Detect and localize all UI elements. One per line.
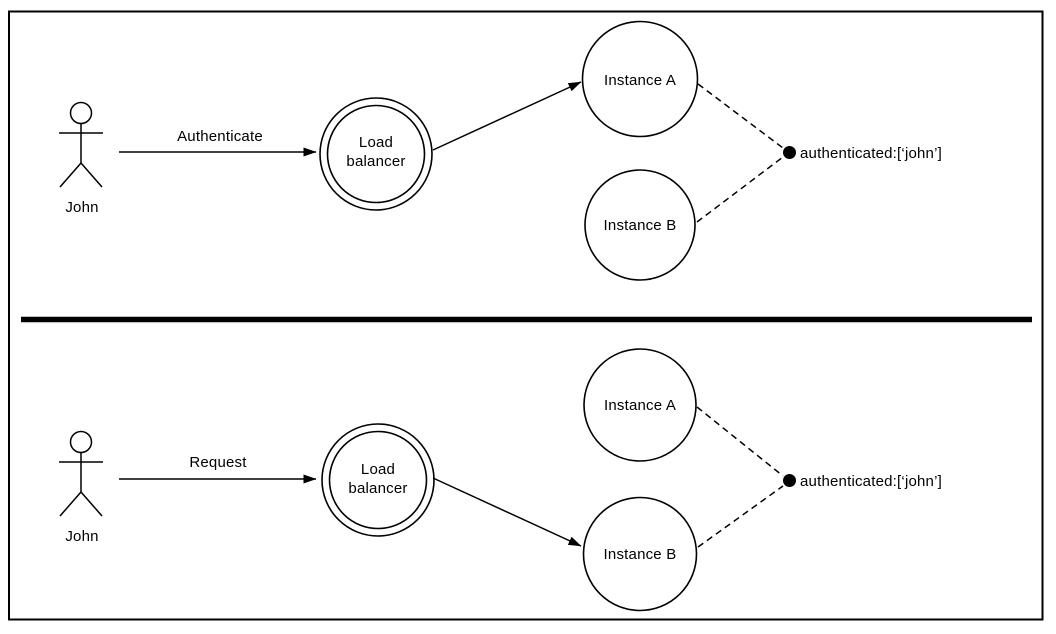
load-balancer-inner-circle: [328, 430, 428, 530]
load-balancer-outer-circle: [321, 423, 435, 537]
loadbalancer-to-instance-b-arrow: [432, 477, 582, 547]
instance-a-state-link: [696, 406, 784, 477]
actor-john-icon: [59, 430, 103, 517]
arrow-label: Authenticate: [177, 128, 263, 145]
instance-b-label: Instance B: [604, 217, 677, 234]
panel-authenticate-flow: John Authenticate Load balancer Instance…: [59, 20, 942, 281]
load-balancer-outer-circle: [319, 97, 433, 211]
load-balancer-label-line1: Load: [361, 461, 395, 478]
actor-label: John: [65, 528, 98, 545]
instance-b-circle: [584, 169, 696, 281]
load-balancer-node: Load balancer: [321, 423, 435, 537]
instance-a-node: Instance A: [581, 20, 699, 138]
loadbalancer-to-instance-a-arrow: [432, 81, 582, 151]
instance-b-circle: [582, 496, 698, 612]
instance-a-label: Instance A: [604, 72, 676, 89]
state-label: authenticated:[‘john’]: [800, 473, 942, 490]
load-balancer-node: Load balancer: [319, 97, 433, 211]
load-balancer-label-line2: balancer: [348, 480, 407, 497]
state-junction-dot: [783, 146, 796, 159]
actor-leg-right: [80, 162, 103, 188]
instance-b-state-link: [696, 156, 784, 223]
actor-leg-right: [80, 491, 103, 517]
actor-label: John: [65, 199, 98, 216]
instance-b-node: Instance B: [584, 169, 696, 281]
instance-b-node: Instance B: [582, 496, 698, 612]
instance-a-circle: [581, 20, 699, 138]
actor-head: [69, 430, 93, 454]
state-junction-dot: [783, 474, 796, 487]
panel-request-flow: John Request Load balancer Instance A In…: [59, 348, 942, 612]
figure-border: [8, 10, 1044, 621]
instance-b-state-link: [697, 485, 784, 548]
instance-a-circle: [583, 348, 697, 462]
actor-john-icon: [59, 101, 103, 188]
load-balancer-inner-circle: [326, 104, 426, 204]
load-balancer-label-line2: balancer: [346, 153, 405, 170]
state-label: authenticated:[‘john’]: [800, 145, 942, 162]
actor-leg-left: [59, 162, 82, 188]
actor-head: [69, 101, 93, 125]
instance-a-state-link: [697, 83, 784, 149]
instance-a-node: Instance A: [583, 348, 697, 462]
actor-leg-left: [59, 491, 82, 517]
instance-a-label: Instance A: [604, 397, 676, 414]
load-balancer-label-line1: Load: [359, 134, 393, 151]
instance-b-label: Instance B: [604, 546, 677, 563]
arrow-label: Request: [189, 454, 247, 471]
